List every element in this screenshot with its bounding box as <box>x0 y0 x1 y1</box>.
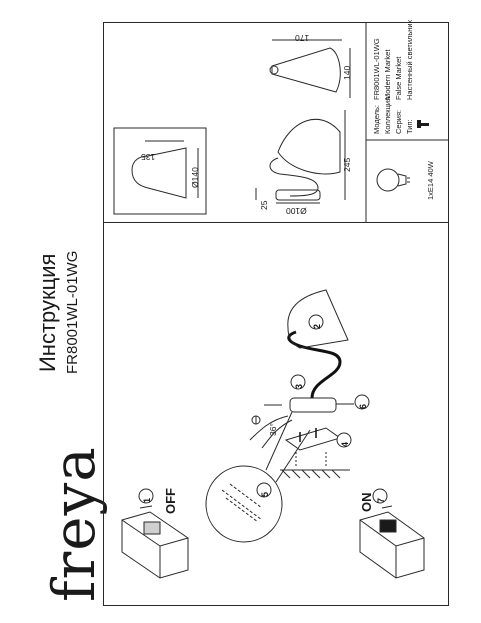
detail-guide-line <box>265 411 293 471</box>
wall-hatch <box>281 469 341 479</box>
lamp-arm-drawing <box>269 157 319 197</box>
lamp-arm <box>287 330 342 399</box>
wire-right <box>261 419 293 449</box>
mounting-icon <box>417 120 429 128</box>
step-2-number: 2 <box>312 323 322 329</box>
drawing-frame <box>103 22 449 606</box>
shade-detail-box <box>113 127 207 215</box>
on-arrow <box>381 505 393 509</box>
step-4-circle <box>336 432 352 448</box>
step-1-number: 1 <box>142 497 152 503</box>
step-3-circle <box>290 374 306 390</box>
lamp-canopy <box>289 397 337 413</box>
angle-label: 36° <box>268 423 278 436</box>
lamp-shade <box>287 289 349 349</box>
step-7-number: 7 <box>376 497 386 503</box>
step-2-circle <box>308 314 324 330</box>
lamp-base-drawing <box>275 189 321 201</box>
wire-detail-circle <box>205 465 283 543</box>
step-1-circle <box>138 488 154 504</box>
wire-terminals <box>221 483 263 523</box>
shade-side-view <box>131 147 187 199</box>
wire-left <box>249 415 289 441</box>
detail-guide-line <box>275 429 311 483</box>
step-4-number: 4 <box>340 441 350 447</box>
off-label: OFF <box>163 488 178 514</box>
frame-divider <box>103 222 449 223</box>
off-arrow <box>139 505 153 509</box>
mounting-plate <box>284 427 342 451</box>
step-5-circle <box>256 482 272 498</box>
step-5-number: 5 <box>260 491 270 497</box>
lamp-top-view <box>271 47 341 93</box>
step-7-circle <box>372 488 388 504</box>
ground-icon <box>251 415 261 425</box>
step-3-number: 3 <box>294 383 304 389</box>
bulb-icon <box>376 168 410 192</box>
mount-arrows <box>299 428 317 442</box>
step-6-circle <box>354 394 370 410</box>
step-6-number: 6 <box>358 403 368 409</box>
switch-on-box <box>359 511 425 579</box>
lamp-shade-drawing <box>277 118 341 175</box>
lamp-top-mount <box>269 65 279 75</box>
switch-off-box <box>121 511 189 579</box>
on-label: ON <box>359 492 374 513</box>
